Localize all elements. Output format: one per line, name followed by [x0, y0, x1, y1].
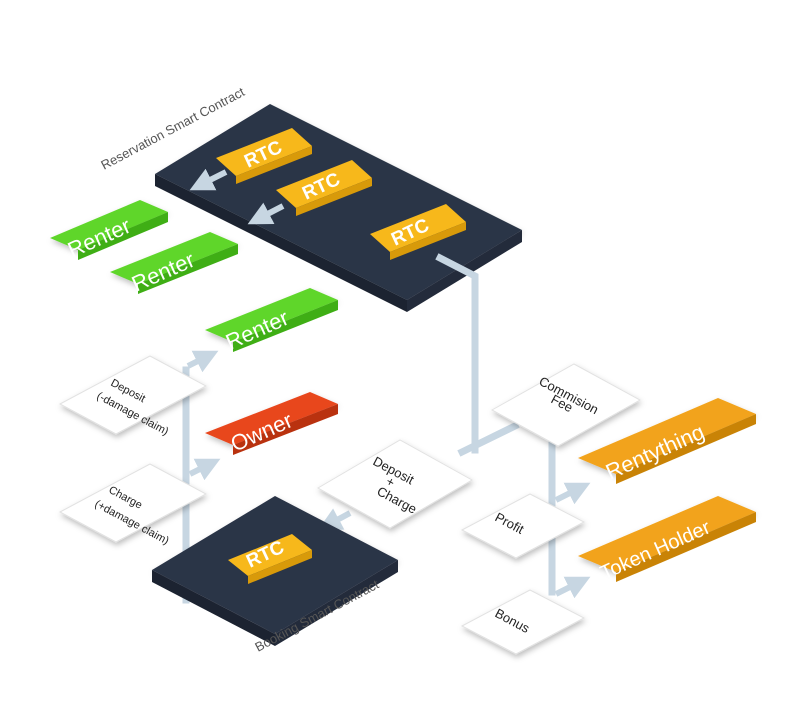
reservation-contract [155, 104, 522, 312]
pipe-deposit-to-commission [457, 421, 520, 457]
arrow-to-owner [188, 458, 221, 481]
profit-card: Profit [460, 493, 586, 559]
arrow-to-renter-2 [247, 202, 285, 225]
rentything: Rentything [578, 398, 756, 485]
renter-2: Renter [110, 232, 238, 297]
commission-card: Commision Fee [490, 363, 642, 447]
bonus-card: Bonus [460, 589, 586, 655]
arrow-to-rentything [554, 482, 591, 505]
deposit-charge-card: Deposit + Charge [316, 439, 474, 529]
renter-3: Renter [205, 288, 338, 355]
arrow-to-token-holder [554, 576, 591, 599]
renter-1: Renter [50, 200, 168, 263]
arrow-to-renter-3 [186, 350, 219, 373]
reservation-token-1: RTC [216, 128, 312, 184]
pipe-reservation-to-deposit [435, 253, 479, 454]
token-holder: Token Holder [578, 496, 756, 585]
owner: Owner [205, 392, 338, 457]
arrow-to-renter-1 [189, 168, 228, 191]
reservation-token-3: RTC [370, 204, 466, 260]
